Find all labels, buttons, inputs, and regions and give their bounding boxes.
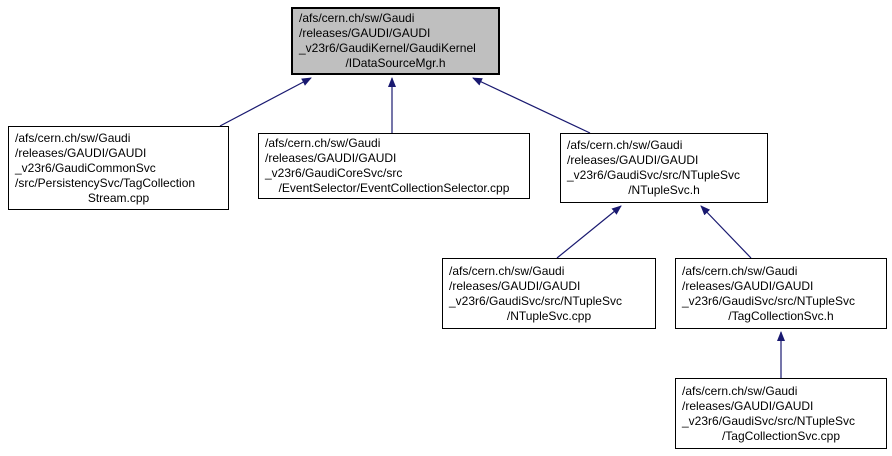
node-path-text: /afs/cern.ch/sw/Gaudi /releases/GAUDI/GA…	[299, 11, 476, 55]
node-path-text: /afs/cern.ch/sw/Gaudi /releases/GAUDI/GA…	[682, 383, 855, 428]
node-path-tail: /NTupleSvc.cpp	[506, 308, 592, 323]
node-path-text: /afs/cern.ch/sw/Gaudi /releases/GAUDI/GA…	[567, 138, 740, 182]
node-eventcollectionselector-cpp[interactable]: /afs/cern.ch/sw/Gaudi /releases/GAUDI/GA…	[258, 133, 530, 199]
node-path-tail: /EventSelector/EventCollectionSelector.c…	[278, 181, 510, 195]
node-idatasourcemgr-h: /afs/cern.ch/sw/Gaudi /releases/GAUDI/GA…	[291, 7, 500, 75]
node-path-tail: Stream.cpp	[87, 190, 150, 205]
node-path-text: /afs/cern.ch/sw/Gaudi /releases/GAUDI/GA…	[449, 263, 622, 308]
edge-ntuplesvc-h-to-idatasourcemgr	[472, 77, 591, 134]
node-tagcollectionstream-cpp[interactable]: /afs/cern.ch/sw/Gaudi /releases/GAUDI/GA…	[8, 126, 229, 210]
node-path-tail: /NTupleSvc.h	[628, 183, 700, 197]
node-path-text: /afs/cern.ch/sw/Gaudi /releases/GAUDI/GA…	[15, 130, 196, 190]
edge-tagcollectionstream-to-idatasourcemgr	[219, 77, 312, 127]
node-path-tail: /TagCollectionSvc.h	[728, 308, 834, 323]
node-tagcollectionsvc-h[interactable]: /afs/cern.ch/sw/Gaudi /releases/GAUDI/GA…	[675, 258, 887, 329]
node-path-text: /afs/cern.ch/sw/Gaudi /releases/GAUDI/GA…	[682, 263, 855, 308]
node-path-tail: /TagCollectionSvc.cpp	[721, 428, 841, 443]
edge-ntuplesvc-cpp-to-ntuplesvc-h	[556, 205, 622, 259]
node-ntuplesvc-cpp[interactable]: /afs/cern.ch/sw/Gaudi /releases/GAUDI/GA…	[442, 258, 656, 329]
edge-tagcollectionsvc-h-to-ntuplesvc-h	[700, 205, 752, 259]
node-tagcollectionsvc-cpp[interactable]: /afs/cern.ch/sw/Gaudi /releases/GAUDI/GA…	[675, 378, 887, 449]
node-ntuplesvc-h[interactable]: /afs/cern.ch/sw/Gaudi /releases/GAUDI/GA…	[560, 133, 768, 203]
node-path-text: /afs/cern.ch/sw/Gaudi /releases/GAUDI/GA…	[265, 136, 403, 180]
node-path-tail: /IDataSourceMgr.h	[345, 56, 446, 70]
